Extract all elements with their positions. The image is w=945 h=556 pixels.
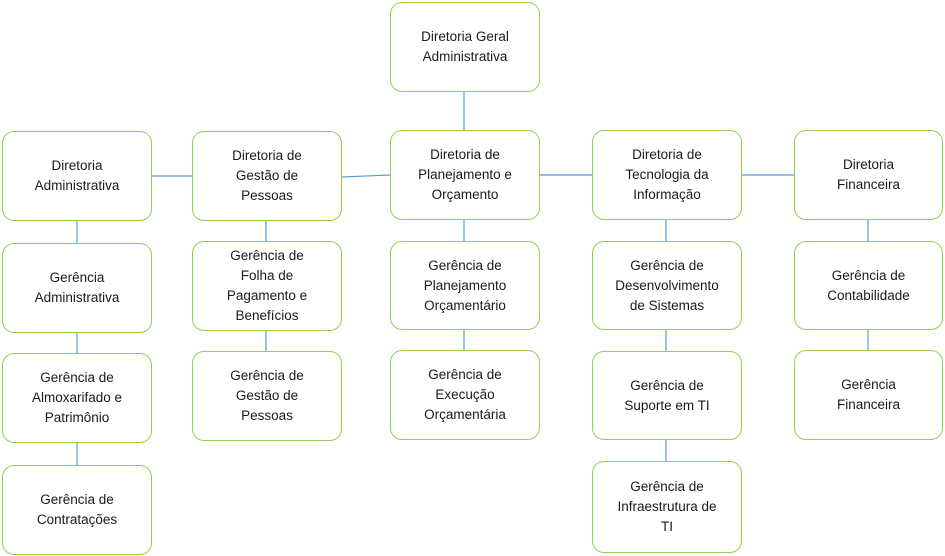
root-node: Diretoria Geral Administrativa (390, 2, 540, 92)
unit-financeira: Gerência Financeira (794, 350, 943, 440)
unit-label: Gerência de Contratações (36, 492, 118, 527)
unit-label: Gerência de Suporte em TI (624, 377, 710, 413)
directorate-label: Diretoria de Planejamento e Orçamento (418, 147, 512, 202)
connector-dir-1-2 (341, 174, 391, 178)
directorate-administrativa: Diretoria Administrativa (2, 131, 152, 221)
directorate-label: Diretoria Financeira (836, 157, 901, 192)
unit-label: Gerência de Execução Orçamentária (424, 367, 506, 422)
unit-planejamento-orcamentario: Gerência de Planejamento Orçamentário (390, 241, 540, 330)
unit-label: Gerência de Contabilidade (827, 267, 910, 303)
unit-label: Gerência de Gestão de Pessoas (230, 368, 304, 423)
unit-folha-pagamento: Gerência de Folha de Pagamento e Benefíc… (192, 241, 342, 331)
unit-almoxarifado-patrimonio: Gerência de Almoxarifado e Patrimônio (2, 353, 152, 443)
unit-suporte-ti: Gerência de Suporte em TI (592, 351, 742, 440)
unit-gerencia-administrativa: Gerência Administrativa (2, 243, 152, 333)
directorate-label: Diretoria de Gestão de Pessoas (232, 148, 302, 203)
directorate-label: Diretoria Administrativa (34, 158, 120, 193)
directorate-planejamento-orcamento: Diretoria de Planejamento e Orçamento (390, 130, 540, 220)
unit-infraestrutura-ti: Gerência de Infraestrutura de TI (592, 461, 742, 553)
directorate-financeira: Diretoria Financeira (794, 130, 943, 220)
unit-label: Gerência de Folha de Pagamento e Benefíc… (226, 248, 308, 323)
directorate-gestao-pessoas: Diretoria de Gestão de Pessoas (192, 131, 342, 221)
directorate-tecnologia-informacao: Diretoria de Tecnologia da Informação (592, 130, 742, 220)
root-label: Diretoria Geral Administrativa (421, 29, 509, 64)
unit-label: Gerência de Almoxarifado e Patrimônio (31, 370, 123, 425)
unit-desenvolvimento-sistemas: Gerência de Desenvolvimento de Sistemas (592, 241, 742, 330)
unit-label: Gerência de Planejamento Orçamentário (423, 257, 507, 313)
unit-label: Gerência de Infraestrutura de TI (617, 479, 717, 534)
unit-gestao-pessoas: Gerência de Gestão de Pessoas (192, 351, 342, 441)
unit-contratacoes: Gerência de Contratações (2, 465, 152, 555)
unit-label: Gerência Financeira (836, 377, 901, 412)
directorate-label: Diretoria de Tecnologia da Informação (625, 147, 709, 202)
unit-label: Gerência Administrativa (34, 270, 120, 305)
unit-label: Gerência de Desenvolvimento de Sistemas (615, 257, 719, 313)
unit-contabilidade: Gerência de Contabilidade (794, 241, 943, 330)
unit-execucao-orcamentaria: Gerência de Execução Orçamentária (390, 350, 540, 440)
